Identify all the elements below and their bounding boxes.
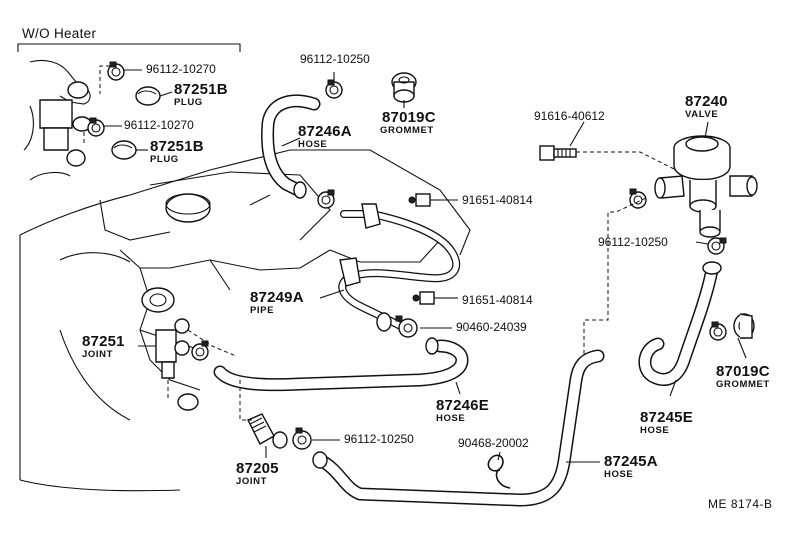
inset-joint-detail — [23, 59, 92, 181]
inset-clip-a — [107, 61, 125, 81]
label-96112-10250-top: 96112-10250 — [300, 52, 370, 66]
valve-87240 — [654, 135, 758, 238]
clip-87205 — [292, 427, 312, 450]
label-87019c-top-name: GROMMET — [380, 125, 434, 136]
joint-87251 — [155, 318, 190, 379]
label-90468-20002: 90468-20002 — [458, 436, 529, 450]
label-87246e-name: HOSE — [436, 413, 466, 424]
label-87019c-right-name: GROMMET — [716, 379, 770, 390]
clip-87251 — [191, 340, 209, 361]
bolt-upper — [408, 193, 440, 207]
hose-87245e — [638, 261, 722, 386]
bolt-91616 — [539, 145, 577, 161]
pipe-87249a — [338, 203, 461, 334]
label-96112-10250-bottom: 96112-10250 — [344, 432, 414, 446]
grommet-top — [391, 72, 417, 103]
inset-clip-b — [87, 117, 105, 137]
label-96112-10250-right: 96112-10250 — [598, 235, 668, 249]
label-87205-name: JOINT — [236, 476, 267, 487]
label-87249a: 87249A — [250, 289, 304, 306]
label-87246a: 87246A — [298, 123, 352, 140]
inset-plug-a — [135, 86, 161, 106]
label-87245e: 87245E — [640, 409, 693, 426]
leader-lines — [104, 69, 747, 463]
label-91616-40612: 91616-40612 — [534, 109, 605, 123]
label-87251-name: JOINT — [82, 349, 113, 360]
clip-87245e — [709, 321, 727, 341]
grommet-right — [733, 313, 755, 339]
inset-plug-b — [111, 140, 137, 160]
dashed-assembly-lines — [83, 65, 677, 421]
label-96112-10270-b: 96112-10270 — [124, 118, 194, 132]
label-87249a-name: PIPE — [250, 305, 275, 316]
bolt-lower — [412, 291, 444, 305]
label-91651-40814-b: 91651-40814 — [462, 293, 533, 307]
clamp-90468 — [487, 454, 511, 489]
label-87251b-a-name: PLUG — [174, 97, 203, 108]
label-87205: 87205 — [236, 460, 279, 477]
clip-valve — [629, 188, 647, 209]
label-87251b-b-name: PLUG — [150, 154, 179, 165]
heater-bracket — [17, 43, 241, 52]
label-87240: 87240 — [685, 93, 728, 110]
hose-87246e — [213, 337, 469, 392]
label-87019c-right: 87019C — [716, 363, 770, 380]
label-87251: 87251 — [82, 333, 125, 350]
clip-90460 — [395, 315, 418, 338]
label-87251b-a: 87251B — [174, 81, 228, 98]
label-87019c-top: 87019C — [382, 109, 436, 126]
label-96112-10270-a: 96112-10270 — [146, 62, 216, 76]
clip-upper — [325, 79, 343, 99]
label-87240-name: VALVE — [685, 109, 719, 120]
label-87245e-name: HOSE — [640, 425, 670, 436]
label-87245a-name: HOSE — [604, 469, 634, 480]
label-90460-24039: 90460-24039 — [456, 320, 527, 334]
label-87251b-b: 87251B — [150, 138, 204, 155]
hose-87246a — [261, 94, 321, 199]
figure-reference: ME 8174-B — [708, 497, 773, 511]
label-87245a: 87245A — [604, 453, 658, 470]
label-91651-40814-a: 91651-40814 — [462, 193, 533, 207]
clip-right — [707, 237, 727, 255]
heater-label: W/O Heater — [22, 26, 97, 41]
clip-mid — [317, 189, 335, 209]
joint-87205 — [247, 413, 288, 449]
label-87246a-name: HOSE — [298, 139, 328, 150]
label-87246e: 87246E — [436, 397, 489, 414]
hose-87245a — [312, 349, 605, 507]
